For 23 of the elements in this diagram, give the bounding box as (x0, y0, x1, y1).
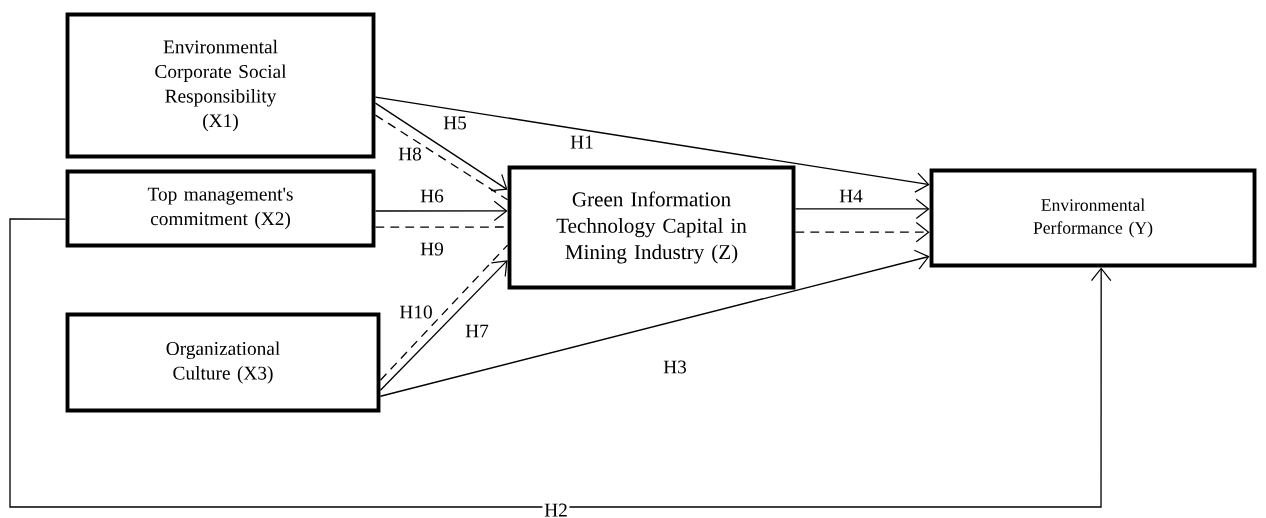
edge-label: H5 (441, 114, 469, 132)
edge-label: H7 (463, 322, 491, 340)
arrow (374, 200, 508, 222)
edge-label: H4 (837, 187, 865, 205)
arrow (379, 260, 508, 391)
arrow (374, 102, 508, 192)
variable-box: Top management's commitment (X2) (65, 169, 376, 248)
arrow (9, 218, 1112, 508)
edge-label: H1 (568, 133, 596, 151)
variable-box: Green Information Technology Capital in Mining Industry (Z) (507, 165, 796, 290)
variable-box: Organizational Culture (X3) (65, 312, 381, 413)
edge-label: H8 (396, 145, 424, 163)
arrow (794, 221, 930, 243)
variable-box: Environmental Performance (Y) (929, 168, 1257, 268)
edge-label: H6 (418, 187, 446, 205)
arrow (379, 249, 930, 397)
edge-label: H2 (542, 501, 570, 518)
edge-label: H3 (661, 358, 689, 376)
variable-box: Environmental Corporate Social Responsibility (X1) (65, 12, 376, 159)
edge-label: H10 (397, 303, 435, 321)
edge-label: H9 (418, 240, 446, 258)
arrow (794, 198, 930, 220)
arrow (374, 96, 930, 193)
